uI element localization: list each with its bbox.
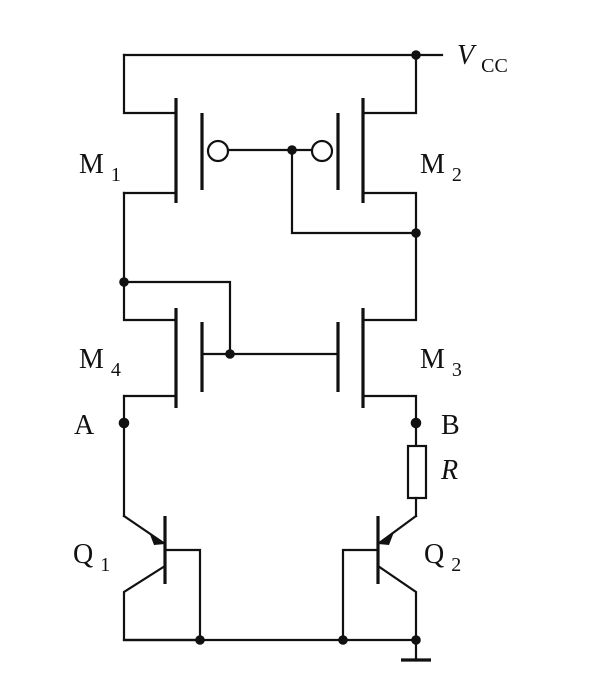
m1-gate-bubble bbox=[206, 139, 230, 163]
node-b-dot bbox=[410, 417, 422, 429]
ground-junction-mid bbox=[338, 635, 348, 645]
q2-base-wire bbox=[341, 548, 380, 642]
label-b: B bbox=[441, 410, 460, 441]
node-a-dot bbox=[118, 417, 130, 429]
label-m4-main: M bbox=[79, 344, 104, 375]
label-vcc-main: V bbox=[457, 40, 477, 71]
label-m1-sub: 1 bbox=[111, 164, 121, 186]
q2-emitter-arrow bbox=[378, 532, 394, 545]
label-q1-main: Q bbox=[73, 539, 93, 570]
label-vcc-sub: CC bbox=[481, 55, 508, 77]
label-q2-sub: 2 bbox=[451, 554, 461, 576]
label-m3-main: M bbox=[420, 344, 445, 375]
label-r: R bbox=[440, 455, 458, 486]
label-m2: M 2 bbox=[420, 149, 462, 186]
m3-drain-wire bbox=[361, 231, 418, 322]
label-m2-sub: 2 bbox=[452, 164, 462, 186]
label-q1-sub: 1 bbox=[100, 554, 110, 576]
q1-emitter-arrow bbox=[149, 532, 165, 545]
label-m4: M 4 bbox=[79, 344, 121, 381]
m2-source-wire bbox=[361, 53, 418, 115]
m2-gate-bubble bbox=[310, 139, 334, 163]
label-q2-main: Q bbox=[424, 539, 444, 570]
label-a: A bbox=[74, 410, 95, 441]
label-m1: M 1 bbox=[79, 149, 121, 186]
m1-source-wire bbox=[122, 53, 178, 115]
label-m3: M 3 bbox=[420, 344, 462, 381]
label-q1: Q 1 bbox=[73, 539, 110, 576]
q1-base-wire bbox=[163, 548, 202, 642]
ground-junction-left bbox=[195, 635, 205, 645]
q2-collector-line bbox=[376, 564, 418, 642]
left-middle-wire bbox=[122, 191, 178, 322]
label-m1-main: M bbox=[79, 149, 104, 180]
resistor-r bbox=[406, 444, 428, 500]
m2-diode-feedback bbox=[290, 148, 418, 235]
m3-source-wire bbox=[361, 394, 418, 448]
label-m3-sub: 3 bbox=[452, 359, 462, 381]
q1-collector-line bbox=[122, 564, 202, 642]
label-q2: Q 2 bbox=[424, 539, 461, 576]
m2-drain-wire bbox=[361, 191, 418, 235]
m3-m4-gate-junction bbox=[225, 349, 235, 359]
label-m4-sub: 4 bbox=[111, 359, 121, 381]
label-m2-main: M bbox=[420, 149, 445, 180]
m3-m4-feedback bbox=[122, 280, 232, 356]
label-vcc: V CC bbox=[457, 40, 508, 77]
